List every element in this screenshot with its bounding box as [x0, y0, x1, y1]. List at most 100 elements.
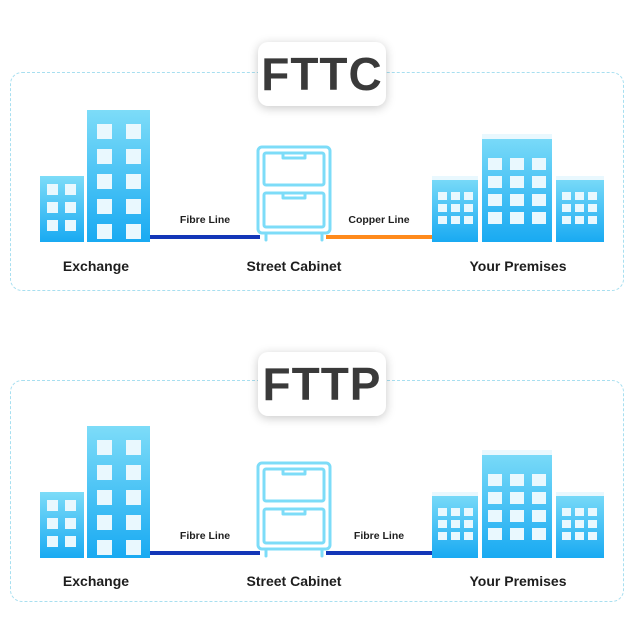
fttc-title: FTTC [258, 42, 386, 106]
fttp-premises-label: Your Premises [469, 573, 567, 589]
premises-window [510, 176, 524, 188]
fttp-fibre-line-2 [326, 551, 432, 555]
exchange-window [97, 149, 112, 164]
premises-window [575, 216, 584, 224]
premises-window [488, 194, 502, 206]
exchange-window [97, 490, 112, 505]
cabinet-handle [281, 469, 307, 476]
premises-window [532, 510, 546, 522]
exchange-window [65, 500, 76, 511]
premises-window [438, 508, 447, 516]
fttc-line2-label: Copper Line [348, 214, 410, 226]
premises-window [588, 520, 597, 528]
exchange-window [47, 184, 58, 195]
premises-window [562, 508, 571, 516]
exchange-window [65, 536, 76, 547]
exchange-window [126, 149, 141, 164]
exchange-small-tower [40, 176, 84, 242]
fttc-exchange-label: Exchange [62, 258, 130, 274]
cabinet-drawer [262, 191, 326, 229]
premises-window [532, 212, 546, 224]
exchange-small-tower [40, 492, 84, 558]
cabinet-foot [264, 547, 324, 558]
cabinet-body [256, 461, 332, 551]
premises-window [532, 492, 546, 504]
fttp-line1-label: Fibre Line [179, 530, 231, 542]
premises-window [510, 474, 524, 486]
premises-window [562, 204, 571, 212]
exchange-window [126, 224, 141, 239]
premises-roof-band [482, 450, 552, 455]
premises-roof-band [556, 176, 604, 180]
premises-window [451, 508, 460, 516]
exchange-window [126, 465, 141, 480]
premises-window [488, 212, 502, 224]
fttc-line1-label: Fibre Line [179, 214, 231, 226]
premises-window [488, 474, 502, 486]
premises-window [588, 216, 597, 224]
premises-roof-band [556, 492, 604, 496]
exchange-window [65, 202, 76, 213]
premises-window [464, 192, 473, 200]
premises-window [464, 532, 473, 540]
exchange-window [47, 536, 58, 547]
premises-window [464, 204, 473, 212]
exchange-window [97, 124, 112, 139]
premises-window [575, 508, 584, 516]
premises-building-icon [432, 134, 604, 242]
exchange-window [47, 500, 58, 511]
premises-window [575, 204, 584, 212]
exchange-window [126, 540, 141, 555]
premises-window [575, 520, 584, 528]
premises-window [562, 216, 571, 224]
premises-roof-band [482, 134, 552, 139]
cabinet-body [256, 145, 332, 235]
premises-window [575, 192, 584, 200]
fttc-fibre-line [150, 235, 260, 239]
exchange-window [97, 224, 112, 239]
exchange-window [126, 490, 141, 505]
premises-window [588, 532, 597, 540]
street-cabinet-icon [256, 145, 332, 242]
premises-roof-band [432, 492, 478, 496]
premises-window [588, 508, 597, 516]
premises-window [532, 528, 546, 540]
premises-window [438, 216, 447, 224]
premises-window [451, 532, 460, 540]
exchange-window [126, 124, 141, 139]
fttp-cabinet-label: Street Cabinet [246, 573, 342, 589]
exchange-building-icon [40, 110, 150, 242]
cabinet-handle [281, 509, 307, 516]
premises-window [510, 158, 524, 170]
premises-window [588, 204, 597, 212]
premises-window [451, 520, 460, 528]
exchange-window [126, 199, 141, 214]
premises-window [532, 176, 546, 188]
premises-window [488, 510, 502, 522]
premises-window [562, 192, 571, 200]
premises-building-icon [432, 450, 604, 558]
exchange-window [47, 518, 58, 529]
exchange-window [97, 540, 112, 555]
premises-window [464, 520, 473, 528]
fttc-premises-label: Your Premises [469, 258, 567, 274]
premises-window [562, 520, 571, 528]
premises-window [575, 532, 584, 540]
fttp-exchange-label: Exchange [62, 573, 130, 589]
exchange-window [97, 199, 112, 214]
premises-window [510, 194, 524, 206]
premises-window [488, 528, 502, 540]
exchange-window [65, 184, 76, 195]
premises-window [438, 520, 447, 528]
exchange-window [97, 440, 112, 455]
cabinet-drawer [262, 507, 326, 545]
fttp-line2-label: Fibre Line [353, 530, 405, 542]
exchange-window [65, 220, 76, 231]
premises-window [532, 474, 546, 486]
exchange-window [97, 515, 112, 530]
exchange-window [65, 518, 76, 529]
fttp-fibre-line-1 [150, 551, 260, 555]
premises-window [438, 192, 447, 200]
cabinet-foot [264, 231, 324, 242]
exchange-window [126, 515, 141, 530]
